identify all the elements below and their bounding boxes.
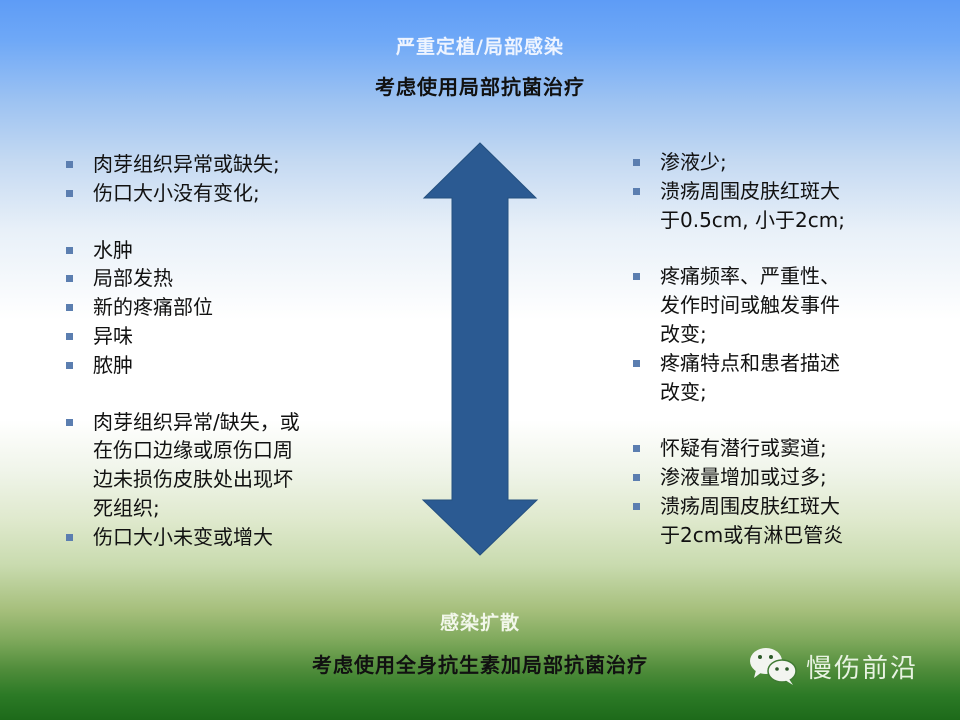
list-item: 疼痛特点和患者描述 [633,349,845,378]
list-spacer [660,406,845,434]
square-bullet-icon [66,418,73,426]
square-bullet-icon [66,275,73,283]
list-item: 新的疼痛部位 [66,293,300,322]
list-item: 异味 [66,322,300,351]
list-item-text: 水肿 [93,237,133,262]
list-item-text: 脓肿 [93,352,133,377]
list-spacer [93,380,300,408]
list-item-text: 肉芽组织异常/缺失，或 [93,409,300,434]
list-item-text: 渗液少; [660,150,727,174]
watermark-text: 慢伤前沿 [806,653,919,684]
square-bullet-icon [633,159,640,166]
list-item-text: 伤口大小未变或增大 [93,524,273,549]
list-item-continuation: 改变; [660,378,845,407]
list-item: 渗液少; [633,148,845,177]
list-item: 水肿 [66,236,300,265]
list-item-text: 异味 [93,323,133,348]
square-bullet-icon [66,533,73,541]
list-item-text: 改变; [660,321,707,346]
square-bullet-icon [66,246,73,254]
square-bullet-icon [633,445,640,453]
square-bullet-icon [66,361,73,369]
square-bullet-icon [633,273,640,281]
list-item-continuation: 死组织; [93,494,300,523]
list-item-continuation: 边未损伤皮肤处出现坏 [93,465,300,494]
list-item-text: 怀疑有潜行或窦道; [660,436,827,461]
list-item-text: 局部发热 [93,266,173,291]
list-item-text: 发作时间或触发事件 [660,293,840,318]
list-item-continuation: 于0.5cm, 小于2cm; [660,206,845,235]
square-bullet-icon [66,332,73,340]
top-subtitle: 考虑使用局部抗菌治疗 [375,75,585,99]
list-item-text: 疼痛频率、严重性、 [660,264,840,289]
list-item: 伤口大小没有变化; [66,179,300,208]
left-criteria-list: 肉芽组织异常或缺失; 伤口大小没有变化; 水肿局部发热新的疼痛部位异味脓肿肉芽组织异… [66,150,300,552]
list-item-text: 改变; [660,379,707,404]
list-item-text: 伤口大小没有变化; [93,180,260,205]
square-bullet-icon [66,161,73,168]
list-spacer [660,234,845,262]
list-item: 局部发热 [66,264,300,293]
right-criteria-list: 渗液少; 溃疡周围皮肤红斑大于0.5cm, 小于2cm; 疼痛频率、严重性、发作时间… [633,148,845,550]
list-item: 溃疡周围皮肤红斑大 [633,492,845,521]
list-item-text: 溃疡周围皮肤红斑大 [660,178,840,203]
list-item: 肉芽组织异常/缺失，或 [66,408,300,437]
list-item: 怀疑有潜行或窦道; [633,434,845,463]
list-item-continuation: 发作时间或触发事件 [660,291,845,320]
list-item-text: 疼痛特点和患者描述 [660,350,840,375]
list-item: 肉芽组织异常或缺失; [66,150,300,179]
square-bullet-icon [66,189,73,197]
list-item: 伤口大小未变或增大 [66,523,300,552]
list-item-text: 渗液量增加或过多; [660,465,827,490]
watermark: 慢伤前沿 [748,645,918,687]
list-item-text: 于2cm或有淋巴管炎 [660,522,844,547]
bottom-title: 感染扩散 [439,612,520,634]
list-item-text: 溃疡周围皮肤红斑大 [660,493,840,518]
list-item: 脓肿 [66,351,300,380]
square-bullet-icon [633,474,640,482]
list-item-continuation: 改变; [660,320,845,349]
square-bullet-icon [633,359,640,367]
list-item-text: 肉芽组织异常或缺失; [93,152,280,176]
square-bullet-icon [633,187,640,195]
list-item: 溃疡周围皮肤红斑大 [633,177,845,206]
wechat-icon [750,648,797,685]
list-item-continuation: 在伤口边缘或原伤口周 [93,436,300,465]
list-item-text: 于0.5cm, 小于2cm; [660,207,845,232]
list-spacer [93,208,300,236]
bottom-subtitle: 考虑使用全身抗生素加局部抗菌治疗 [312,653,648,677]
list-item-text: 在伤口边缘或原伤口周 [93,438,293,463]
list-item-continuation: 于2cm或有淋巴管炎 [660,521,845,550]
square-bullet-icon [633,502,640,510]
list-item: 疼痛频率、严重性、 [633,262,845,291]
list-item: 渗液量增加或过多; [633,463,845,492]
top-title: 严重定植/局部感染 [396,36,564,58]
list-item-text: 死组织; [93,495,160,520]
square-bullet-icon [66,304,73,312]
list-item-text: 新的疼痛部位 [93,295,213,320]
list-item-text: 边未损伤皮肤处出现坏 [93,467,293,492]
